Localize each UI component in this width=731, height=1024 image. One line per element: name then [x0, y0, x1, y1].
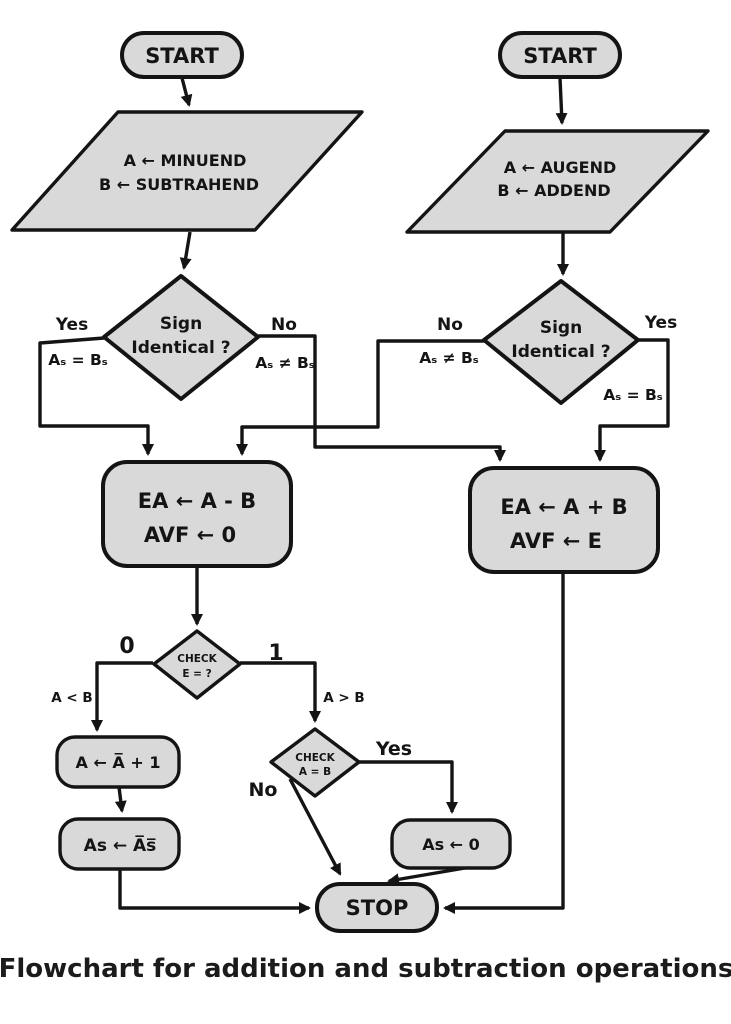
process-shape — [55, 735, 181, 789]
node-start-right: START — [498, 31, 622, 79]
process-subtract-line1: EA ← A - B — [138, 489, 256, 513]
diamond-shape — [482, 279, 640, 405]
label-left-yes-cond: Aₛ = Bₛ — [48, 351, 107, 369]
node-input-left: A ← MINUEND B ← SUBTRAHEND — [10, 110, 364, 232]
edge-input-left-to-decision — [179, 231, 192, 270]
edge-right-yes-to-add — [594, 338, 670, 462]
node-start-left: START — [120, 31, 244, 79]
edge-left-no-to-add — [258, 334, 506, 462]
process-subtract-line2: AVF ← 0 — [144, 523, 236, 547]
label-ab-yes: Yes — [375, 738, 412, 760]
label-ab-no: No — [249, 779, 278, 801]
complement-as-label: As ← A̅s̅ — [84, 834, 157, 856]
edge-start-right-to-input — [555, 77, 568, 125]
edge-check-e-one — [240, 661, 321, 723]
input-right-line2: B ← ADDEND — [497, 181, 610, 200]
process-shape — [468, 466, 660, 574]
edge-add-to-stop — [443, 572, 565, 914]
stop-label: STOP — [346, 896, 409, 920]
edges — [38, 77, 670, 914]
label-right-yes-cond: Aₛ = Bₛ — [603, 386, 662, 404]
edge-labels: Yes Aₛ = Bₛ No Aₛ ≠ Bₛ No Aₛ ≠ Bₛ Yes Aₛ… — [48, 313, 677, 801]
process-shape — [58, 817, 181, 871]
terminator-shape — [315, 882, 439, 933]
node-check-ab: CHECK A = B — [269, 727, 361, 798]
label-e-one: 1 — [268, 641, 283, 666]
diamond-shape — [102, 274, 260, 401]
node-decision-right: Sign Identical ? — [482, 279, 640, 405]
terminator-shape — [120, 31, 244, 79]
edge-right-no-to-subtract — [236, 339, 484, 456]
edge-left-yes-to-subtract — [38, 336, 154, 456]
node-stop: STOP — [315, 882, 439, 933]
parallelogram-shape — [405, 129, 710, 234]
label-e-zero: 0 — [119, 634, 134, 659]
edge-complement-a-to-as — [114, 786, 127, 813]
node-check-e: CHECK E = ? — [152, 629, 242, 700]
complement-a-label: A ← A̅ + 1 — [76, 752, 161, 772]
node-complement-as: As ← A̅s̅ — [58, 817, 181, 871]
node-input-right: A ← AUGEND B ← ADDEND — [405, 129, 710, 234]
edge-check-ab-yes — [359, 760, 458, 814]
input-left-line2: B ← SUBTRAHEND — [99, 175, 259, 194]
node-complement-a: A ← A̅ + 1 — [55, 735, 181, 789]
label-left-no-cond: Aₛ ≠ Bₛ — [255, 354, 314, 372]
start-right-label: START — [523, 44, 597, 68]
node-as-zero: As ← 0 — [390, 818, 512, 870]
figure-caption: Flowchart for addition and subtraction o… — [0, 954, 731, 984]
edge-check-ab-no-to-stop — [288, 778, 342, 876]
process-shape — [101, 460, 293, 568]
label-right-yes: Yes — [644, 313, 677, 333]
start-left-label: START — [145, 44, 219, 68]
decision-left-line1: Sign — [160, 314, 202, 334]
label-e-one-cond: A > B — [323, 690, 364, 706]
node-decision-left: Sign Identical ? — [102, 274, 260, 401]
diamond-shape — [269, 727, 361, 798]
edge-as-zero-to-stop — [387, 866, 466, 886]
check-e-line2: E = ? — [182, 668, 211, 680]
parallelogram-shape — [10, 110, 364, 232]
label-left-no: No — [271, 315, 297, 335]
as-zero-label: As ← 0 — [422, 835, 480, 854]
edge-start-left-to-input — [180, 77, 193, 107]
label-right-no-cond: Aₛ ≠ Bₛ — [419, 349, 478, 367]
input-left-line1: A ← MINUEND — [124, 151, 247, 170]
node-process-add: EA ← A + B AVF ← E — [468, 466, 660, 574]
decision-left-line2: Identical ? — [131, 338, 230, 358]
input-right-line1: A ← AUGEND — [504, 158, 617, 177]
check-ab-line2: A = B — [299, 766, 331, 778]
process-shape — [390, 818, 512, 870]
process-add-line1: EA ← A + B — [500, 495, 627, 519]
check-ab-line1: CHECK — [295, 752, 335, 764]
check-e-line1: CHECK — [177, 653, 217, 665]
edge-complement-as-to-stop — [118, 869, 311, 914]
label-e-zero-cond: A < B — [51, 690, 92, 706]
terminator-shape — [498, 31, 622, 79]
decision-right-line2: Identical ? — [511, 342, 610, 362]
label-right-no: No — [437, 315, 463, 335]
label-left-yes: Yes — [55, 315, 88, 335]
edge-check-e-zero — [91, 661, 153, 732]
decision-right-line1: Sign — [540, 318, 582, 338]
process-add-line2: AVF ← E — [510, 529, 602, 553]
node-process-subtract: EA ← A - B AVF ← 0 — [101, 460, 293, 568]
diamond-shape — [152, 629, 242, 700]
